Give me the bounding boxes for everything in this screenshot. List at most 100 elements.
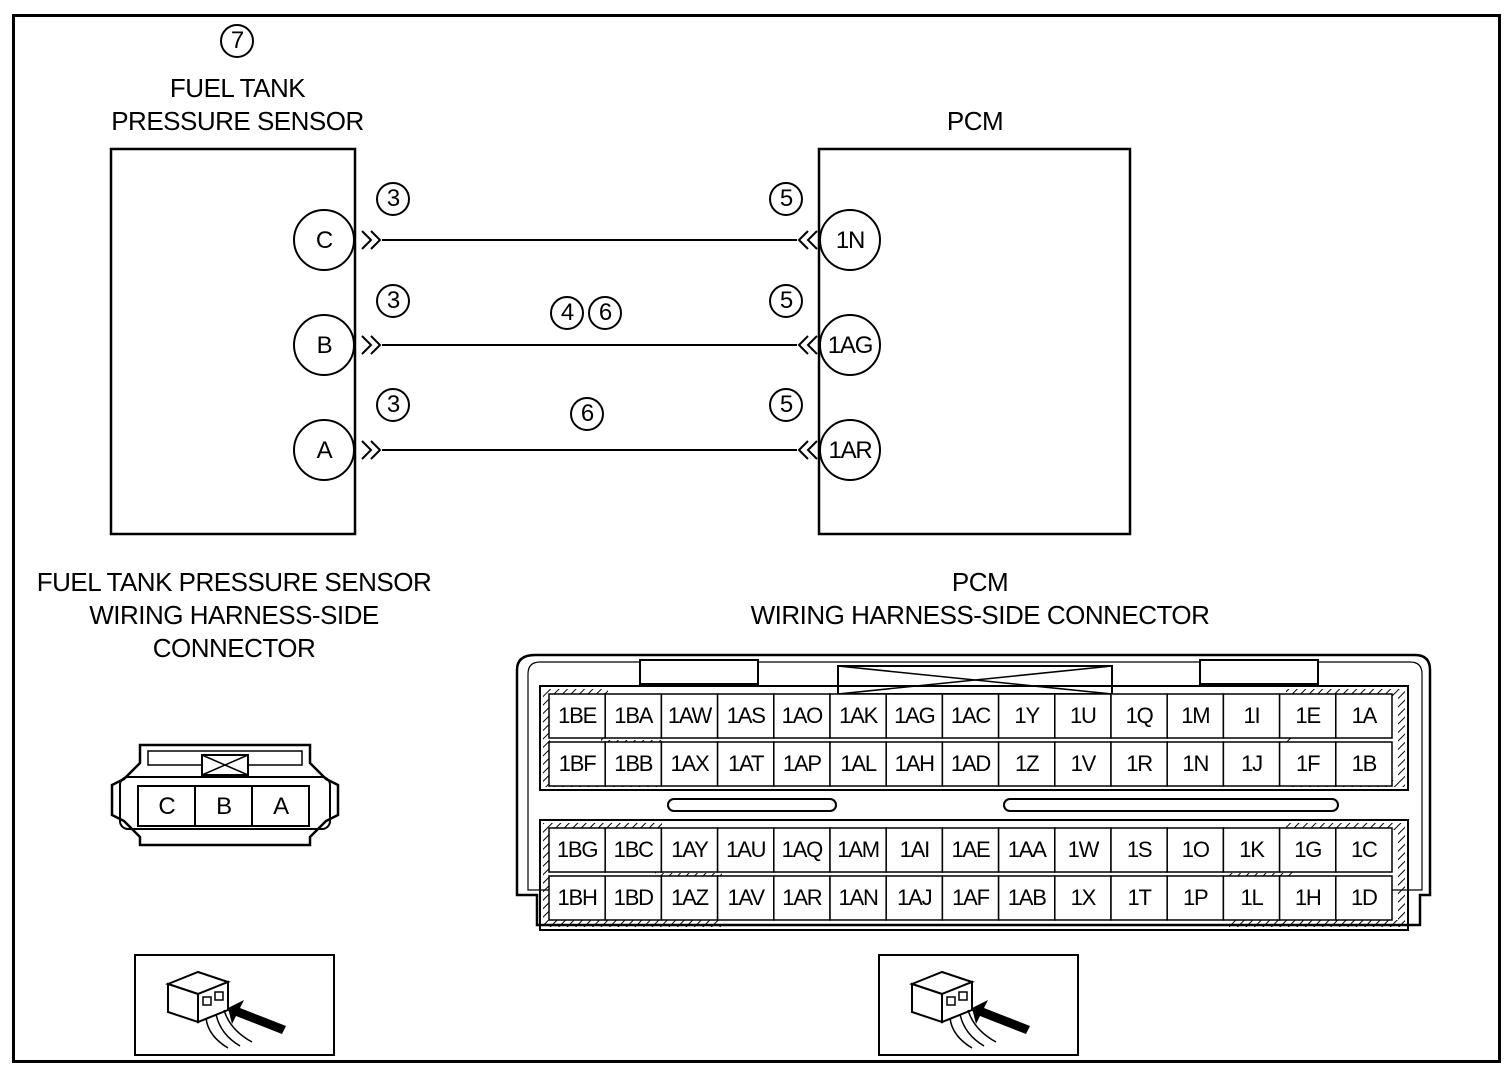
chevron-icon [797, 230, 818, 460]
pcm-pin-cell [1054, 875, 1112, 921]
pcm-pin-cell [829, 875, 887, 921]
pcm-pin-cell [1166, 875, 1225, 921]
pcm-connector-pin: 1R [1126, 751, 1153, 776]
step-number: 5 [779, 185, 793, 212]
pcm-connector-pin: 1Q [1125, 703, 1154, 728]
pcm-connector-pin: 1B [1351, 751, 1378, 776]
pcm-connector-pin: 1AS [726, 703, 766, 728]
pcm-connector-pin: 1AF [952, 885, 990, 910]
pcm-connector-pin: 1W [1067, 837, 1100, 862]
chevron-icon [361, 230, 382, 460]
step-circle [588, 296, 622, 330]
pcm-connector-pin: 1I [1243, 703, 1261, 728]
pcm-connector-pin: 1AL [840, 751, 877, 776]
pcm-connector-pin: 1Y [1014, 703, 1040, 728]
sensor-pin-circle [293, 314, 355, 376]
step-number: 5 [779, 287, 793, 314]
pcm-pin-cell [1110, 741, 1168, 787]
pcm-pin-cell [716, 693, 775, 739]
pcm-connector-pin: 1BD [613, 885, 654, 910]
sensor-connector-title-line1: FUEL TANK PRESSURE SENSOR [36, 567, 432, 597]
step-circle [376, 182, 410, 216]
pcm-pin-cell [1110, 827, 1168, 873]
pcm-pin-cell [548, 741, 606, 787]
pcm-connector-pin: 1Z [1015, 751, 1039, 776]
pcm-connector-title-line2: WIRING HARNESS-SIDE CONNECTOR [750, 600, 1210, 630]
pcm-connector-pin: 1H [1294, 885, 1322, 910]
pcm-pin-cell [716, 875, 775, 921]
pcm-connector-pin: 1BF [558, 751, 597, 776]
pcm-pin-cell [1054, 827, 1112, 873]
pcm-pin-label: 1AG [827, 332, 874, 359]
pcm-connector-pin: 1AT [728, 751, 764, 776]
pcm-connector-pin: 1M [1181, 703, 1210, 728]
pcm-pin-cell [1278, 875, 1337, 921]
step-circle [769, 388, 803, 422]
pcm-connector-pin: 1C [1351, 837, 1378, 862]
pcm-pin-cell [1222, 827, 1281, 873]
pcm-pin-circle [819, 314, 881, 376]
sensor-connector-pin: B [216, 793, 232, 820]
pcm-pin-cell [1278, 827, 1337, 873]
pcm-connector-pin: 1AP [782, 751, 822, 776]
pcm-pin-cell [885, 875, 944, 921]
pcm-connector-pin: 1T [1127, 885, 1151, 910]
pcm-connector-pin: 1AH [894, 751, 935, 776]
connector-view-icon [909, 970, 1030, 1049]
pcm-connector-pin: 1AM [837, 837, 880, 862]
pcm-connector-pin: 1K [1239, 837, 1265, 862]
step-circle [376, 388, 410, 422]
pcm-pin-cell [1054, 693, 1112, 739]
connector-view-icon [165, 970, 286, 1049]
pcm-connector-pin: 1AK [839, 703, 878, 728]
step-circle [376, 284, 410, 318]
pcm-connector-pin: 1P [1183, 885, 1209, 910]
pcm-pin-cell [829, 827, 887, 873]
pcm-connector-pin: 1AW [667, 703, 712, 728]
pcm-connector-pin: 1AB [1007, 885, 1047, 910]
sensor-pin-circle [293, 419, 355, 481]
pcm-pin-cell [1335, 693, 1393, 739]
pcm-pin-cell [1110, 875, 1168, 921]
pcm-connector-pin: 1X [1070, 885, 1097, 910]
pcm-pin-cell [997, 827, 1056, 873]
pcm-connector-pin: 1AJ [897, 885, 933, 910]
pcm-connector-pin: 1AO [781, 703, 824, 728]
pcm-pin-cell [1222, 693, 1281, 739]
pcm-connector-pin: 1E [1295, 703, 1321, 728]
step-circle [769, 284, 803, 318]
pcm-connector-pin: 1AY [671, 837, 709, 862]
pcm-body [817, 147, 1132, 536]
step-number: 7 [230, 27, 244, 54]
pcm-pin-cell [604, 693, 663, 739]
sensor-title-line2: PRESSURE SENSOR [111, 106, 364, 136]
sensor-connector-face [110, 743, 340, 847]
sensor-body [109, 147, 357, 536]
pcm-connector-pin: 1N [1182, 751, 1209, 776]
pcm-pin-cell [885, 827, 944, 873]
pcm-connector-pin: 1L [1240, 885, 1263, 910]
pcm-connector-pin: 1AR [782, 885, 822, 910]
pcm-pin-cell [1335, 875, 1393, 921]
pcm-pin-cell [1166, 741, 1225, 787]
step-number: 6 [598, 299, 612, 326]
pcm-connector-pin: 1J [1241, 751, 1263, 776]
pcm-pin-cell [1166, 827, 1225, 873]
sensor-connector-title-line3: CONNECTOR [152, 633, 316, 663]
step-circle [570, 397, 604, 431]
sensor-title-line1: FUEL TANK [169, 73, 306, 103]
sensor-pin-label: C [315, 227, 333, 254]
pcm-pin-cell [1335, 741, 1393, 787]
pcm-connector-pin: 1O [1181, 837, 1210, 862]
sensor-connector-view-box [134, 954, 335, 1056]
pcm-connector-pin: 1AQ [781, 837, 824, 862]
pcm-pin-cell [660, 741, 719, 787]
pcm-pin-cell [1278, 693, 1337, 739]
pcm-connector-pin: 1AU [726, 837, 766, 862]
pcm-connector-pin: 1AC [950, 703, 991, 728]
pcm-pin-circle [819, 419, 881, 481]
pcm-connector-pin: 1AD [950, 751, 991, 776]
pcm-connector-pin: 1F [1296, 751, 1320, 776]
sensor-pin-label: A [316, 437, 333, 464]
